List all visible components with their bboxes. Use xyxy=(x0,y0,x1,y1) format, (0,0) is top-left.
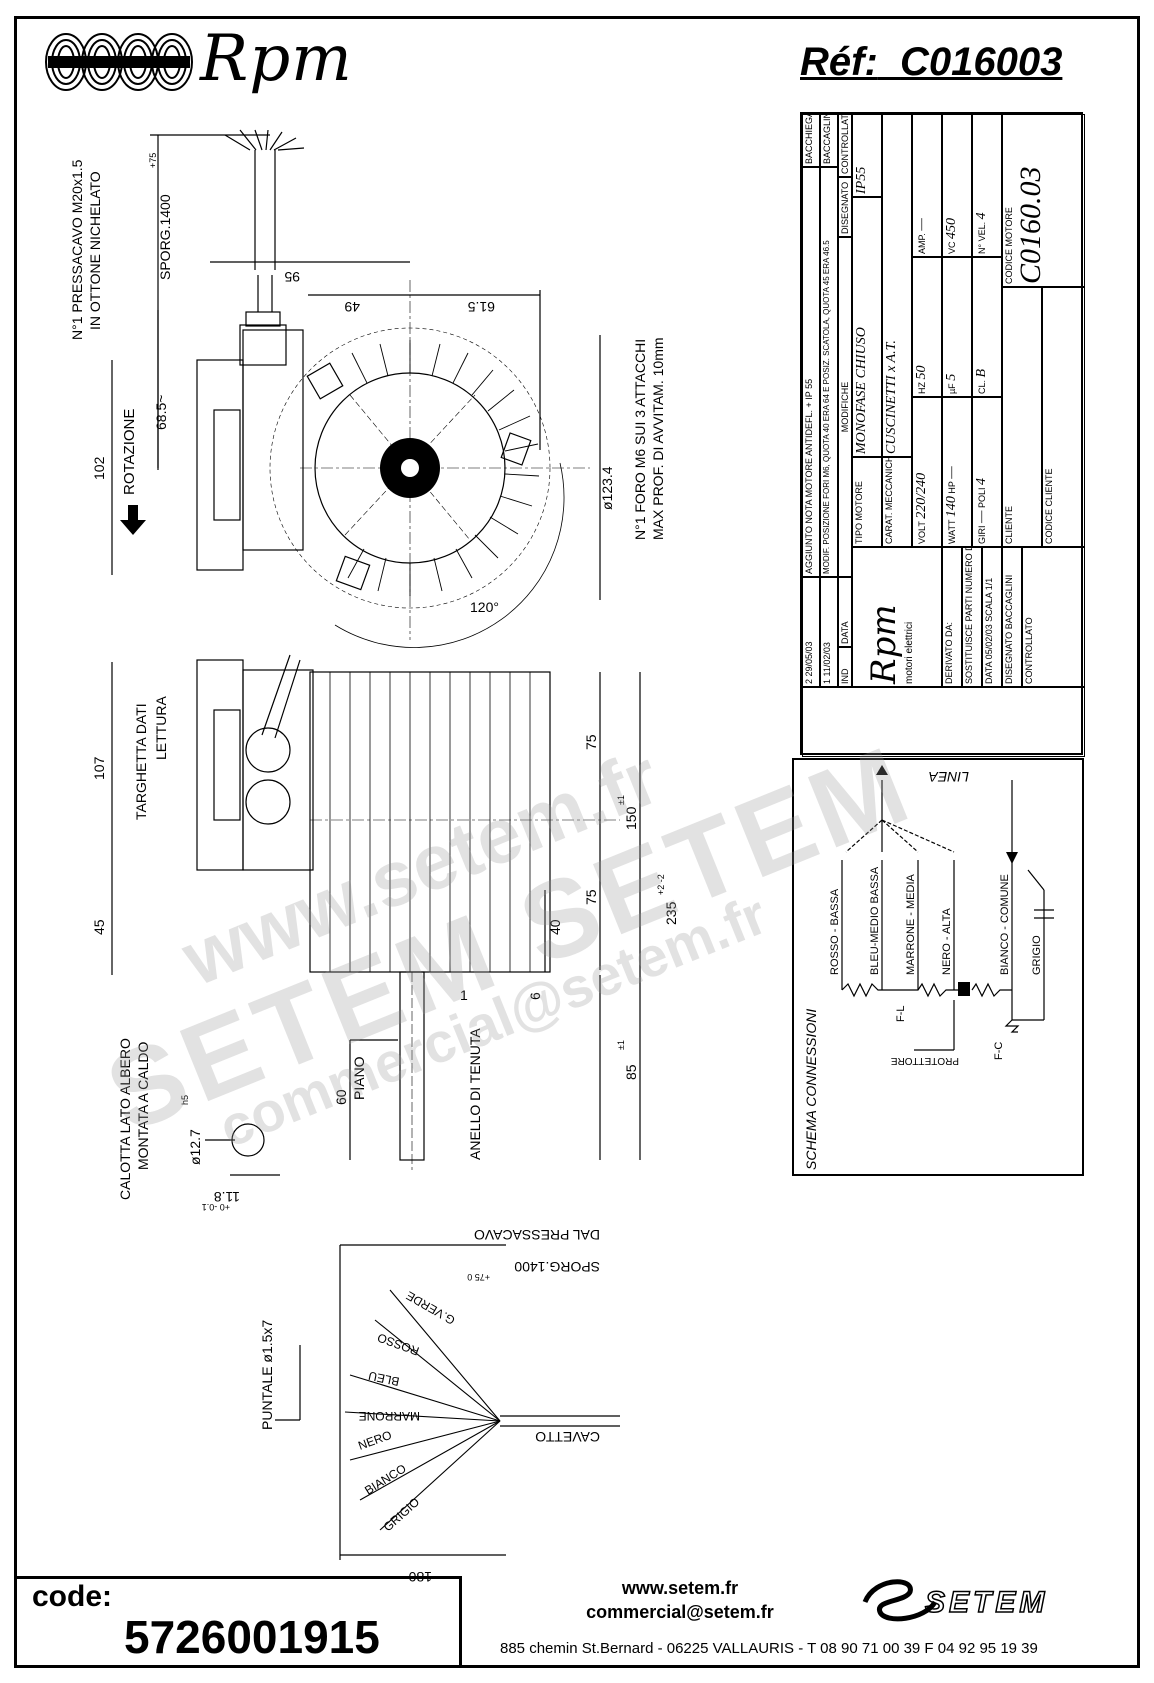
pressacavo-label-2: IN OTTONE NICHELATO xyxy=(87,171,103,330)
svg-text:h5: h5 xyxy=(180,1095,190,1105)
svg-text:±1: ±1 xyxy=(616,795,626,805)
anello-label: ANELLO DI TENUTA xyxy=(467,1028,483,1160)
svg-text:SPORG.1400: SPORG.1400 xyxy=(514,1259,600,1275)
code-value: 5726001915 xyxy=(124,1611,380,1663)
rev-row-1: 1 11/02/03 xyxy=(820,577,838,687)
calotta-label-2: MONTATA A CALDO xyxy=(135,1042,151,1170)
foro-label-2: MAX PROF. DI AVVITAM. 10mm xyxy=(650,337,666,540)
svg-text:11.8: 11.8 xyxy=(214,1189,240,1205)
calotta-label-1: CALOTTA LATO ALBERO xyxy=(117,1038,133,1200)
rev-row-2: 2 29/05/03 xyxy=(802,577,820,687)
reference-number: Réf: C016003 xyxy=(800,40,1063,84)
targhetta-label-2: LETTURA xyxy=(153,696,169,760)
svg-text:+2 -2: +2 -2 xyxy=(656,874,666,895)
svg-text:MARRONE - MEDIA: MARRONE - MEDIA xyxy=(905,874,917,976)
svg-text:NERO - ALTA: NERO - ALTA xyxy=(941,908,953,975)
rpm-coil-logo-icon xyxy=(45,33,193,91)
codice-motore-value: C0160.03 xyxy=(1014,166,1047,284)
line-arrow-icon xyxy=(1006,852,1018,864)
svg-text:ø123.4: ø123.4 xyxy=(599,466,615,510)
wire-bianco: BIANCO xyxy=(362,1461,408,1497)
pressacavo-label-1: N°1 PRESSACAVO M20x1.5 xyxy=(69,159,85,340)
wire-g-verde: G.VERDE xyxy=(404,1288,458,1327)
svg-text:75: 75 xyxy=(583,889,599,905)
svg-text:F-C: F-C xyxy=(993,1042,1005,1060)
ip-rating: IP55 xyxy=(854,166,869,194)
address-line: 885 chemin St.Bernard - 06225 VALLAURIS … xyxy=(500,1640,1038,1657)
svg-text:150: 150 xyxy=(623,806,639,830)
flange-top-view xyxy=(196,359,244,571)
svg-text:85: 85 xyxy=(623,1064,639,1080)
svg-text:BIANCO - COMUNE: BIANCO - COMUNE xyxy=(999,874,1011,975)
svg-text:GRIGIO: GRIGIO xyxy=(1031,935,1043,975)
piano-label: PIANO xyxy=(351,1056,367,1100)
foro-label-1: N°1 FORO M6 SUI 3 ATTACCHI xyxy=(632,339,648,540)
tipo-motore-value: MONOFASE CHIUSO xyxy=(854,327,869,454)
svg-text:49: 49 xyxy=(344,299,360,315)
svg-text:ø12.7: ø12.7 xyxy=(187,1129,203,1165)
email-link[interactable]: commercial@setem.fr xyxy=(586,1602,774,1622)
puntale-label: PUNTALE ø1.5x7 xyxy=(259,1320,275,1430)
cavetto-label: CAVETTO xyxy=(535,1429,600,1445)
connection-schema: SCHEMA CONNESSIONI LINEA ROSSO - BASSA B… xyxy=(792,758,1084,1176)
svg-text:40: 40 xyxy=(547,919,563,935)
svg-text:F-L: F-L xyxy=(895,1006,907,1023)
svg-text:68.5~: 68.5~ xyxy=(153,395,169,430)
targhetta-label-1: TARGHETTA DATI xyxy=(133,703,149,820)
wire-rosso: ROSSO xyxy=(376,1330,422,1358)
svg-text:102: 102 xyxy=(91,456,107,480)
website-link[interactable]: www.setem.fr xyxy=(621,1578,739,1598)
linea-label: LINEA xyxy=(929,769,969,785)
wire-bleu: BLEU xyxy=(367,1369,401,1389)
title-block-logo: Rpm motori elettrici xyxy=(852,547,942,687)
svg-text:120°: 120° xyxy=(470,599,499,615)
code-box xyxy=(16,1576,462,1666)
svg-text:235: 235 xyxy=(663,901,679,925)
setem-logo-icon: SETEM xyxy=(862,1579,1048,1622)
drawing-sheet xyxy=(14,16,1140,1668)
svg-text:ROSSO - BASSA: ROSSO - BASSA xyxy=(829,888,841,975)
sporg-top-label: SPORG.1400 xyxy=(157,194,173,280)
rotazione-label: ROTAZIONE xyxy=(121,409,138,495)
code-label: code: xyxy=(32,1580,113,1613)
svg-text:60: 60 xyxy=(333,1089,349,1105)
svg-text:6: 6 xyxy=(527,992,543,1000)
svg-text:+75 0: +75 0 xyxy=(467,1272,490,1282)
svg-text:107: 107 xyxy=(91,756,107,780)
svg-text:+75: +75 xyxy=(148,153,158,168)
svg-text:+0 -0.1: +0 -0.1 xyxy=(202,1202,230,1212)
rotation-arrow-icon xyxy=(120,505,146,535)
svg-text:1: 1 xyxy=(460,987,468,1003)
svg-text:PROTETTORE: PROTETTORE xyxy=(891,1055,959,1066)
svg-text:SETEM: SETEM xyxy=(925,1586,1048,1619)
wire-nero: NERO xyxy=(356,1428,393,1453)
svg-text:45: 45 xyxy=(91,919,107,935)
dal-pressacavo-label: DAL PRESSACAVO xyxy=(474,1227,600,1243)
svg-text:±1: ±1 xyxy=(616,1040,626,1050)
wire-grigio: GRIGIO xyxy=(381,1495,423,1534)
wire-marrone: MARRONE xyxy=(359,1409,420,1423)
svg-text:61.5: 61.5 xyxy=(468,299,495,315)
title-block: 2 29/05/03 AGGIUNTO NOTA MOTORE ANTIDEFL… xyxy=(800,112,1085,757)
svg-text:95: 95 xyxy=(284,269,300,285)
svg-text:75: 75 xyxy=(583,734,599,750)
brand-logo-text: Rpm xyxy=(200,22,353,96)
svg-text:BLEU-MEDIO BASSA: BLEU-MEDIO BASSA xyxy=(869,866,881,975)
schema-title: SCHEMA CONNESSIONI xyxy=(803,1009,819,1170)
